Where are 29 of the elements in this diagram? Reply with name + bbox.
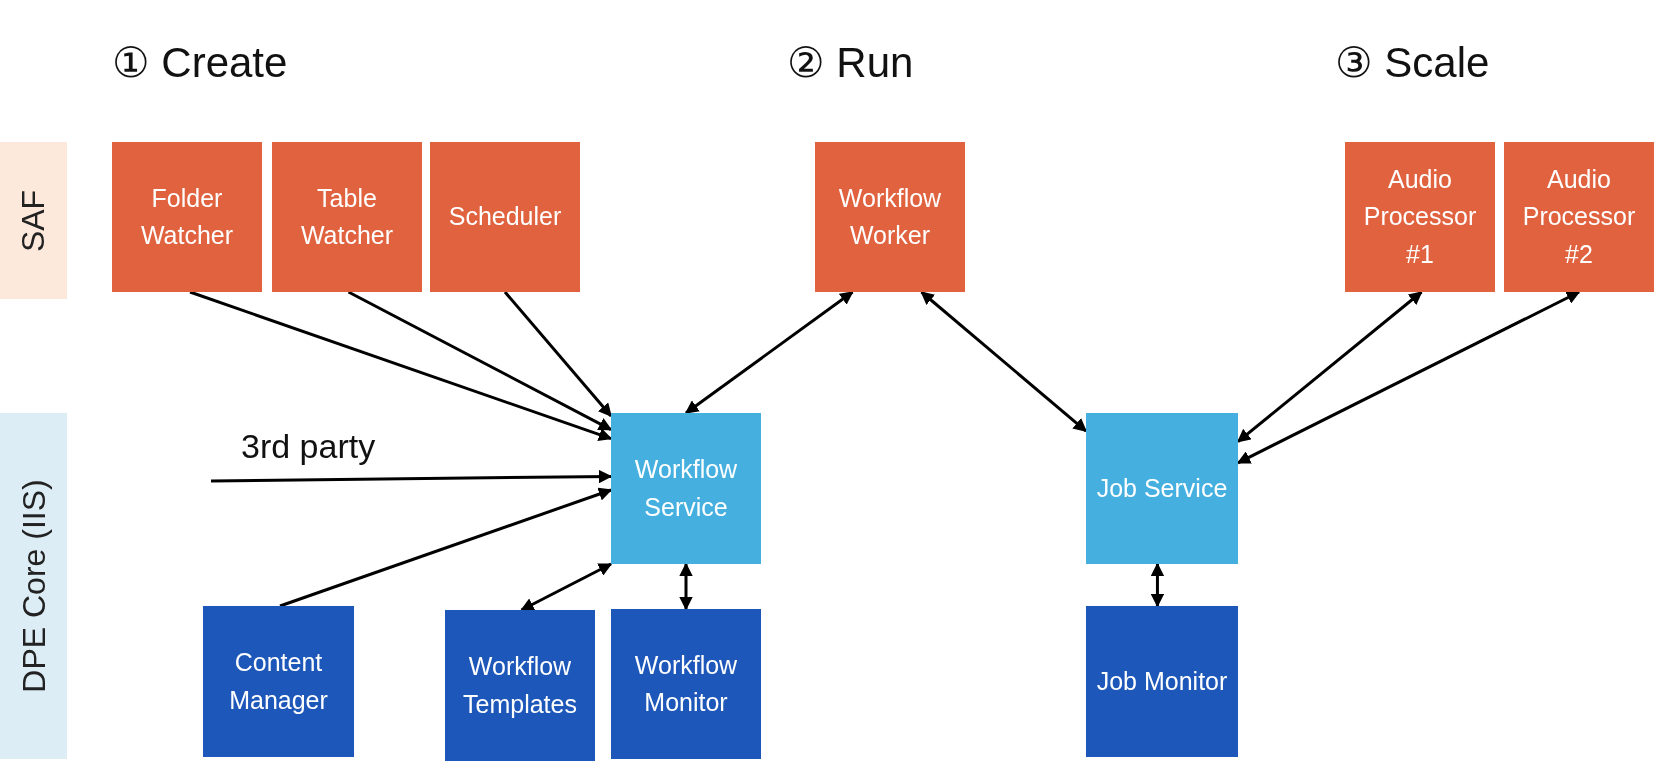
process-box: Table Watcher: [272, 142, 422, 292]
band-background: [0, 413, 67, 759]
arrow: [1150, 562, 1165, 608]
arrow: [503, 291, 613, 418]
process-box: Workflow Worker: [815, 142, 965, 292]
process-box: Folder Watcher: [112, 142, 262, 292]
arrow: [520, 562, 613, 612]
step-heading: ① Create: [112, 38, 288, 87]
process-box: Job Service: [1086, 413, 1238, 564]
arrow: [279, 487, 613, 608]
process-box: Content Manager: [203, 606, 354, 757]
arrow: [347, 290, 613, 431]
band-label: DPE Core (IIS): [14, 479, 53, 693]
step-heading: ② Run: [787, 38, 914, 87]
arrow: [920, 290, 1088, 433]
process-box: Audio Processor #1: [1345, 142, 1495, 292]
process-box: Audio Processor #2: [1504, 142, 1654, 292]
process-box: Scheduler: [430, 142, 580, 292]
band-background: [0, 142, 67, 299]
process-box: Workflow Templates: [445, 610, 595, 761]
arrow: [189, 290, 613, 442]
arrow: [211, 469, 613, 484]
arrow: [679, 562, 693, 611]
process-box: Workflow Service: [611, 413, 761, 564]
step-heading: ③ Scale: [1335, 38, 1490, 87]
arrow: [684, 290, 854, 415]
band-label: SAF: [14, 189, 53, 252]
process-box: Workflow Monitor: [611, 609, 761, 759]
process-box: Job Monitor: [1086, 606, 1238, 757]
